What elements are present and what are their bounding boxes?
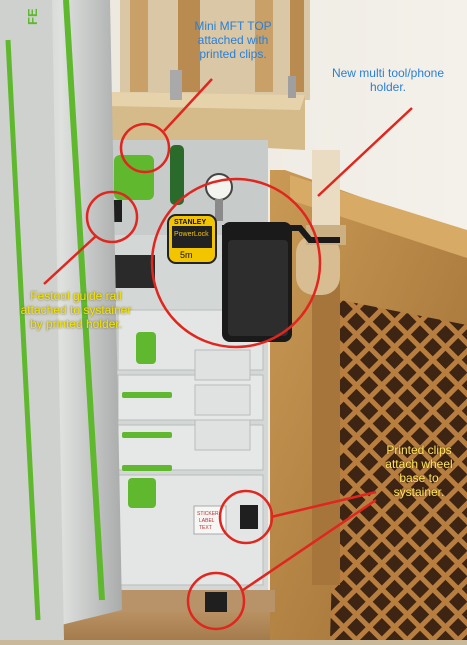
tape-brand-text: STANLEY (174, 219, 206, 226)
phone-holder-block (296, 235, 340, 295)
rail-brand-text: FE (25, 8, 40, 25)
green-latches (114, 155, 172, 508)
sticker-line-2: LABEL (199, 518, 215, 524)
callout-circle-holder (150, 177, 322, 349)
tape-model-text: PowerLock (174, 231, 209, 238)
wheel-base (95, 590, 275, 612)
annotation-guide-rail: Festool guide rail attached to systainer… (20, 289, 132, 331)
radiator-lattice (330, 300, 467, 640)
callout-circle-rail (85, 190, 139, 244)
bottom-clip (205, 592, 227, 612)
sticker-line-1: STICKER (197, 511, 219, 517)
sticker-line-3: TEXT (199, 525, 212, 531)
side-clip (240, 505, 258, 529)
callouts (43, 78, 413, 631)
rail-green-strip (63, 0, 105, 601)
callout-circle-mft (119, 122, 171, 174)
annotation-wheel-clips: Printed clips attach wheel base to systa… (385, 443, 453, 499)
annotation-phone-holder: New multi tool/phone holder. (331, 66, 445, 94)
window-frame (120, 0, 310, 100)
annotation-mft-top: Mini MFT TOP attached with printed clips… (194, 19, 272, 61)
callout-circle-bottom (186, 571, 246, 631)
screwdriver (170, 145, 184, 205)
systainer-dark-panel (115, 255, 155, 288)
tape-size-text: 5m (180, 250, 193, 260)
dial-gauge (205, 173, 233, 201)
